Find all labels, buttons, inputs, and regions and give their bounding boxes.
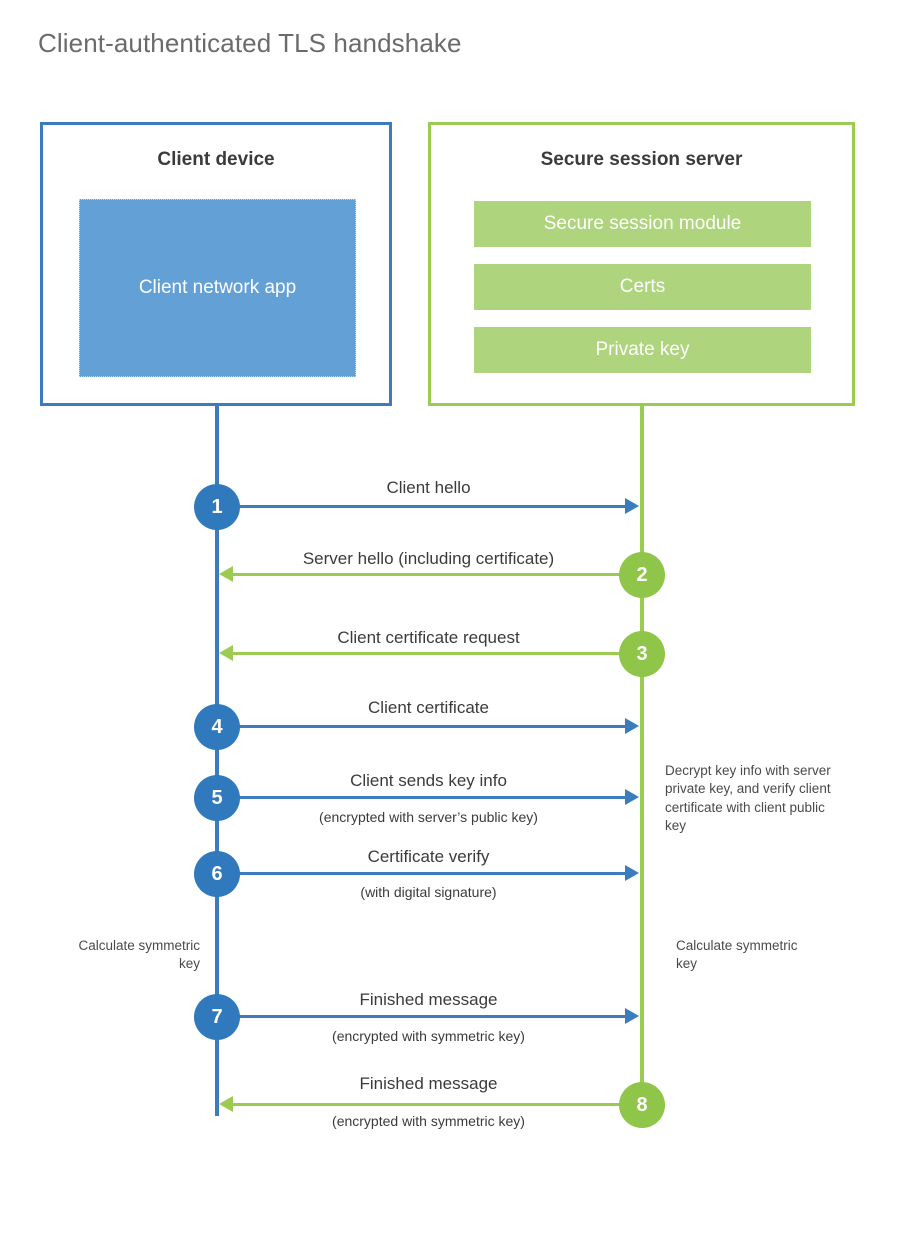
step-7-circle: 7 xyxy=(194,994,240,1040)
step-4-arrow-head-icon xyxy=(625,718,639,734)
step-5-arrow-head-icon xyxy=(625,789,639,805)
client-lifeline xyxy=(215,403,219,1116)
step-5-circle: 5 xyxy=(194,775,240,821)
secure-session-server-title: Secure session server xyxy=(540,149,743,170)
step-8-sublabel: (encrypted with symmetric key) xyxy=(332,1113,525,1129)
step-1-circle: 1 xyxy=(194,484,240,530)
step-6-label: Certificate verify xyxy=(367,847,490,866)
step-3-label: Client certificate request xyxy=(337,628,520,647)
server-module-secure-session-module: Secure session module xyxy=(474,201,811,247)
step-5-sublabel: (encrypted with server’s public key) xyxy=(319,809,538,825)
step-4-label: Client certificate xyxy=(368,698,489,717)
step-5-label: Client sends key info xyxy=(350,771,507,790)
step-7-arrow-line xyxy=(217,1015,625,1018)
step-8-arrow-line xyxy=(233,1103,640,1106)
client-device-title: Client device xyxy=(157,149,275,170)
step-2-circle: 2 xyxy=(619,552,665,598)
step-5-arrow-line xyxy=(217,796,625,799)
step-4-circle: 4 xyxy=(194,704,240,750)
step-3-arrow-head-icon xyxy=(219,645,233,661)
step-3-circle: 3 xyxy=(619,631,665,677)
step-1-arrow-line xyxy=(217,505,625,508)
server-lifeline xyxy=(640,403,644,1103)
server-module-certs: Certs xyxy=(474,264,811,310)
step-7-arrow-head-icon xyxy=(625,1008,639,1024)
step-1-arrow-head-icon xyxy=(625,498,639,514)
step-6-sublabel: (with digital signature) xyxy=(360,884,497,900)
server-calculate-symmetric-key-note: Calculate symmetric key xyxy=(676,938,798,972)
step-8-circle: 8 xyxy=(619,1082,665,1128)
step-8-arrow-head-icon xyxy=(219,1096,233,1112)
step-6-arrow-head-icon xyxy=(625,865,639,881)
step-3-arrow-line xyxy=(233,652,640,655)
server-module-private-key: Private key xyxy=(474,327,811,373)
step-7-label: Finished message xyxy=(359,990,498,1009)
client-device-box: Client device Client network app xyxy=(40,122,392,406)
step-8-label: Finished message xyxy=(359,1074,498,1093)
step-2-arrow-head-icon xyxy=(219,566,233,582)
step-2-label: Server hello (including certificate) xyxy=(302,549,555,568)
step-4-arrow-line xyxy=(217,725,625,728)
step-7-sublabel: (encrypted with symmetric key) xyxy=(332,1028,525,1044)
page-title: Client-authenticated TLS handshake xyxy=(38,28,462,58)
step-6-circle: 6 xyxy=(194,851,240,897)
step-6-arrow-line xyxy=(217,872,625,875)
secure-session-server-box: Secure session server Secure session mod… xyxy=(428,122,855,406)
step-1-label: Client hello xyxy=(386,478,471,497)
client-network-app-block: Client network app xyxy=(79,199,356,377)
server-decrypt-note: Decrypt key info with server private key… xyxy=(665,763,831,834)
client-calculate-symmetric-key-note: Calculate symmetric key xyxy=(78,938,200,972)
step-2-arrow-line xyxy=(233,573,640,576)
